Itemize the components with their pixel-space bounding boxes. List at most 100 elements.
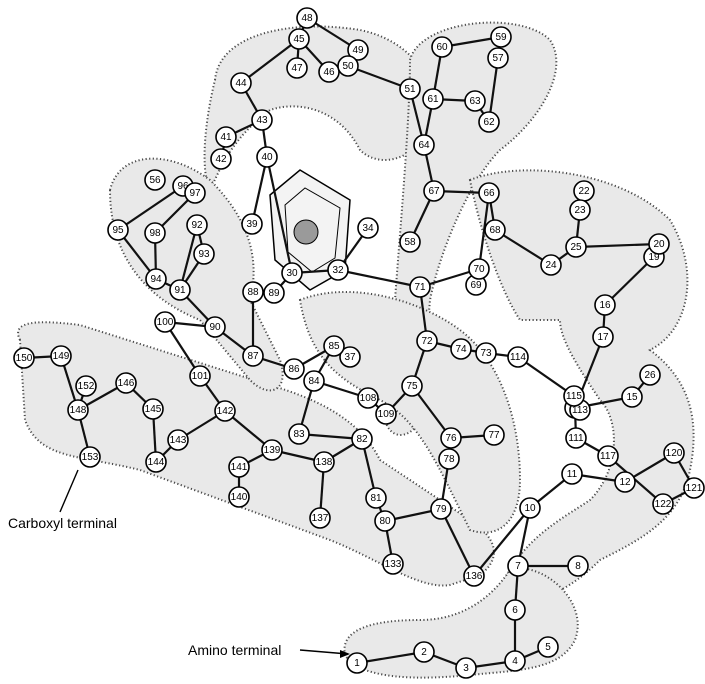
residue-10-label: 10	[524, 503, 536, 514]
residue-1: 1	[347, 653, 367, 673]
residue-39: 39	[242, 214, 262, 234]
residue-80-label: 80	[379, 516, 391, 527]
residue-68: 68	[485, 220, 505, 240]
residue-22: 22	[574, 181, 594, 201]
residue-3: 3	[456, 658, 476, 678]
residue-143-label: 143	[170, 435, 187, 446]
residue-59: 59	[491, 27, 511, 47]
residue-120: 120	[664, 443, 684, 463]
residue-67: 67	[424, 181, 444, 201]
residue-40: 40	[257, 147, 277, 167]
residue-47-label: 47	[291, 63, 303, 74]
residue-23: 23	[570, 200, 590, 220]
residue-94-label: 94	[150, 274, 162, 285]
residue-16-label: 16	[599, 300, 611, 311]
residue-37-label: 37	[344, 352, 356, 363]
residue-71-label: 71	[414, 282, 426, 293]
residue-86-label: 86	[288, 364, 300, 375]
residue-109: 109	[376, 404, 396, 424]
residue-89-label: 89	[268, 288, 280, 299]
residue-11: 11	[562, 464, 582, 484]
residue-100-label: 100	[157, 317, 174, 328]
residue-20: 20	[649, 234, 669, 254]
residue-79-label: 79	[435, 504, 447, 515]
residue-66-label: 66	[483, 188, 495, 199]
residue-63-label: 63	[469, 96, 481, 107]
residue-88: 88	[243, 282, 263, 302]
residue-87: 87	[243, 346, 263, 366]
residue-93: 93	[194, 244, 214, 264]
residue-150-label: 150	[16, 353, 33, 364]
residue-95-label: 95	[112, 225, 124, 236]
residue-81: 81	[366, 488, 386, 508]
residue-50-label: 50	[342, 61, 354, 72]
residue-85-label: 85	[328, 341, 340, 352]
residue-153: 153	[80, 447, 100, 467]
residue-70-label: 70	[473, 264, 485, 275]
residue-152: 152	[76, 376, 96, 396]
residue-22-label: 22	[578, 186, 590, 197]
residue-90: 90	[205, 317, 225, 337]
residue-4-label: 4	[512, 656, 518, 667]
residue-2: 2	[414, 642, 434, 662]
residue-144: 144	[146, 452, 166, 472]
residue-44-label: 44	[235, 78, 247, 89]
residue-153-label: 153	[82, 452, 99, 463]
residue-64-label: 64	[418, 140, 430, 151]
residue-57-label: 57	[492, 53, 504, 64]
residue-140: 140	[229, 487, 249, 507]
residue-12: 12	[615, 472, 635, 492]
residue-26: 26	[640, 365, 660, 385]
residue-133: 133	[383, 554, 403, 574]
residue-108-label: 108	[360, 393, 377, 404]
residue-133-label: 133	[385, 559, 402, 570]
residue-88-label: 88	[247, 287, 259, 298]
residue-82: 82	[352, 429, 372, 449]
residue-15: 15	[622, 387, 642, 407]
residue-63: 63	[465, 91, 485, 111]
residue-51-label: 51	[404, 84, 416, 95]
residue-64: 64	[414, 135, 434, 155]
residue-73-label: 73	[480, 348, 492, 359]
residue-24: 24	[541, 255, 561, 275]
carboxyl-label-group: Carboxyl terminal	[8, 470, 117, 531]
residue-80: 80	[375, 511, 395, 531]
residue-47: 47	[287, 58, 307, 78]
residue-95: 95	[108, 220, 128, 240]
residue-77: 77	[484, 425, 504, 445]
residue-111-label: 111	[568, 433, 584, 444]
residue-98-label: 98	[149, 228, 161, 239]
residue-97-label: 97	[189, 188, 201, 199]
residue-83-label: 83	[293, 429, 305, 440]
residue-149-label: 149	[53, 351, 70, 362]
residue-50: 50	[338, 56, 358, 76]
residue-85: 85	[324, 336, 344, 356]
residue-81-label: 81	[370, 493, 382, 504]
residue-15-label: 15	[626, 392, 638, 403]
residue-58-label: 58	[404, 237, 416, 248]
residue-61: 61	[423, 89, 443, 109]
residue-94: 94	[146, 269, 166, 289]
residue-4: 4	[505, 651, 525, 671]
residue-48: 48	[297, 8, 317, 28]
residue-152-label: 152	[78, 381, 95, 392]
residue-92: 92	[187, 215, 207, 235]
residue-32-label: 32	[332, 265, 344, 276]
residue-43: 43	[252, 110, 272, 130]
residue-7-label: 7	[515, 561, 521, 572]
residue-141-label: 141	[231, 462, 248, 473]
residue-83: 83	[289, 424, 309, 444]
residue-145: 145	[143, 399, 163, 419]
residue-121: 121	[684, 478, 704, 498]
residue-78-label: 78	[443, 454, 455, 465]
residue-40-label: 40	[261, 152, 273, 163]
residue-39-label: 39	[246, 219, 258, 230]
residue-62: 62	[479, 112, 499, 132]
residue-122: 122	[653, 494, 673, 514]
residue-114-label: 114	[510, 352, 526, 363]
residue-86: 86	[284, 359, 304, 379]
residue-41-label: 41	[220, 132, 232, 143]
residue-101: 101	[190, 366, 210, 386]
residue-137-label: 137	[312, 513, 329, 524]
